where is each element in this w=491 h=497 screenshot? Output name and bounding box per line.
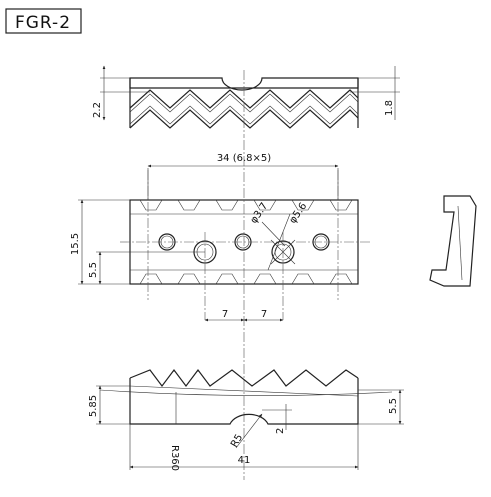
- dim-spacing-right: 7: [261, 309, 267, 320]
- dim-height: 15.5: [70, 233, 81, 255]
- dim-hole-large: φ5.6: [287, 201, 309, 226]
- dim-length: 41: [238, 455, 251, 466]
- dim-hole-small: φ3.7: [248, 201, 270, 226]
- dim-hole-height: 5.5: [88, 262, 99, 278]
- dim-top-left: 2.2: [92, 102, 103, 118]
- dim-radius-small: R5: [229, 432, 245, 449]
- top-view: 2.2 1.8: [92, 65, 400, 138]
- dim-radius-large: R360: [169, 445, 180, 471]
- plan-view: 34 (6.8×5) φ3.7 φ5.6: [70, 140, 370, 480]
- bottom-view: R360 R5 2 5.85 5.5 41: [88, 369, 404, 471]
- dim-bottom-left: 5.85: [88, 395, 99, 417]
- drawing-title: FGR-2: [15, 13, 71, 33]
- dim-depth: 2: [275, 428, 286, 434]
- dim-spacing-left: 7: [222, 309, 228, 320]
- dim-top-right: 1.8: [384, 100, 395, 116]
- side-section-view: [429, 195, 477, 287]
- title-block: FGR-2: [5, 8, 82, 34]
- dim-bottom-right: 5.5: [388, 398, 399, 414]
